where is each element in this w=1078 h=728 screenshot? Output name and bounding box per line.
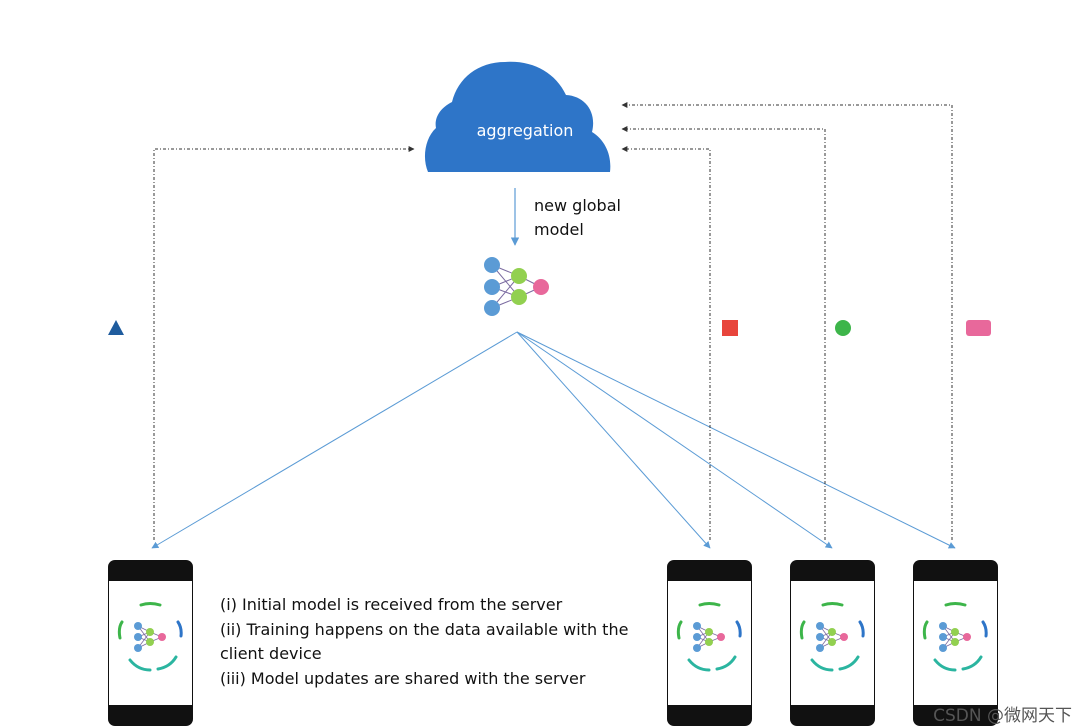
input-node [484, 279, 500, 295]
update-paths [153, 102, 953, 540]
arrow-to-device-4 [516, 331, 956, 549]
arrow-to-device-3 [516, 331, 833, 549]
steps-description: (i) Initial model is received from the s… [220, 593, 628, 691]
global-model-network [484, 257, 549, 316]
marker-triangle [108, 320, 124, 335]
arrow-to-device-2 [516, 331, 711, 549]
hidden-node [511, 268, 527, 284]
update-path-device-4 [621, 102, 953, 540]
update-path-device-1 [153, 146, 415, 540]
marker-circle [835, 320, 851, 336]
hidden-node [511, 289, 527, 305]
device-phone-2 [667, 560, 752, 726]
step-2: (ii) Training happens on the data availa… [220, 619, 629, 639]
aggregation-cloud [424, 61, 611, 173]
cloud-shape [424, 61, 611, 173]
marker-rounded-rect [966, 320, 991, 336]
update-path-device-2 [621, 146, 711, 540]
update-path-device-3 [621, 126, 826, 540]
cloud-label: aggregation [476, 121, 574, 140]
distribution-arrows [151, 331, 956, 549]
step-1: (i) Initial model is received from the s… [220, 595, 563, 614]
output-node [533, 279, 549, 295]
new-global-line-2: model [534, 220, 584, 239]
watermark: CSDN @微网天下 [933, 706, 1072, 726]
device-phone-1 [108, 560, 193, 726]
step-3: (iii) Model updates are shared with the … [220, 668, 586, 688]
step-2-continued: client device [220, 644, 322, 663]
marker-square [722, 320, 738, 336]
new-global-model-label: new global model [534, 194, 621, 242]
new-global-line-1: new global [534, 196, 621, 215]
input-node [484, 300, 500, 316]
device-phone-3 [790, 560, 875, 726]
input-node [484, 257, 500, 273]
arrow-to-device-1 [151, 331, 518, 549]
